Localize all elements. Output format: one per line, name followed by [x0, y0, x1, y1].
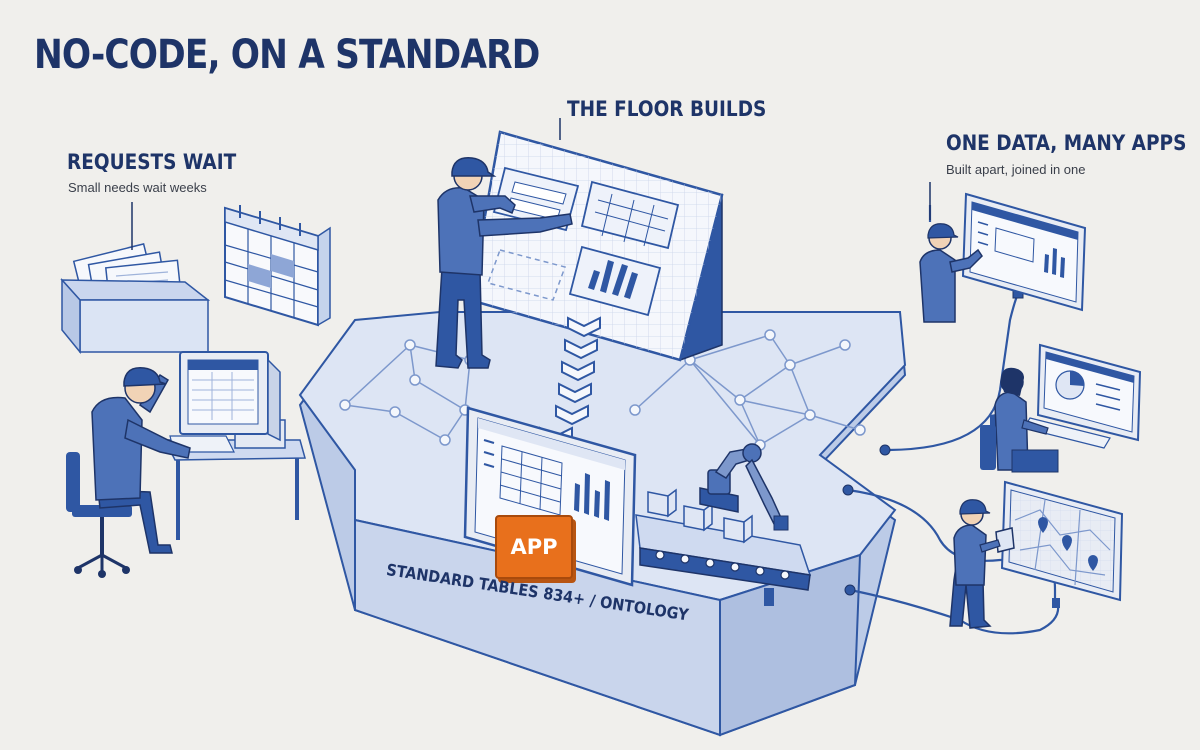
network-graph-icon	[629, 329, 866, 451]
worker-with-tablet	[949, 499, 1015, 629]
network-graph-icon	[339, 339, 476, 446]
requests-caption: Small needs wait weeks	[68, 180, 207, 195]
dashboard-monitor-icon	[961, 192, 1087, 312]
page-title: NO-CODE, ON A STANDARD	[34, 32, 540, 78]
workstation-icon	[163, 351, 306, 540]
calendar-icon	[224, 205, 331, 327]
robot-arm-icon	[699, 443, 789, 531]
requests-heading: REQUESTS WAIT	[67, 150, 237, 174]
one-data-caption: Built apart, joined in one	[946, 162, 1086, 177]
inbox-tray-icon	[60, 243, 211, 355]
callout-lines	[131, 118, 561, 250]
worker-touching-screen	[919, 223, 983, 323]
floor-heading: THE FLOOR BUILDS	[567, 97, 767, 121]
map-monitor-icon	[1000, 480, 1124, 608]
one-data-heading: ONE DATA, MANY APPS	[946, 131, 1187, 155]
app-badge: APP	[495, 515, 573, 579]
chevron-flow-icon	[539, 316, 601, 448]
standing-builder	[435, 157, 573, 369]
conveyor-icon	[635, 488, 812, 606]
worker-typing	[980, 367, 1059, 473]
pie-chart-monitor-icon	[1023, 343, 1142, 449]
seated-worker	[66, 367, 191, 578]
